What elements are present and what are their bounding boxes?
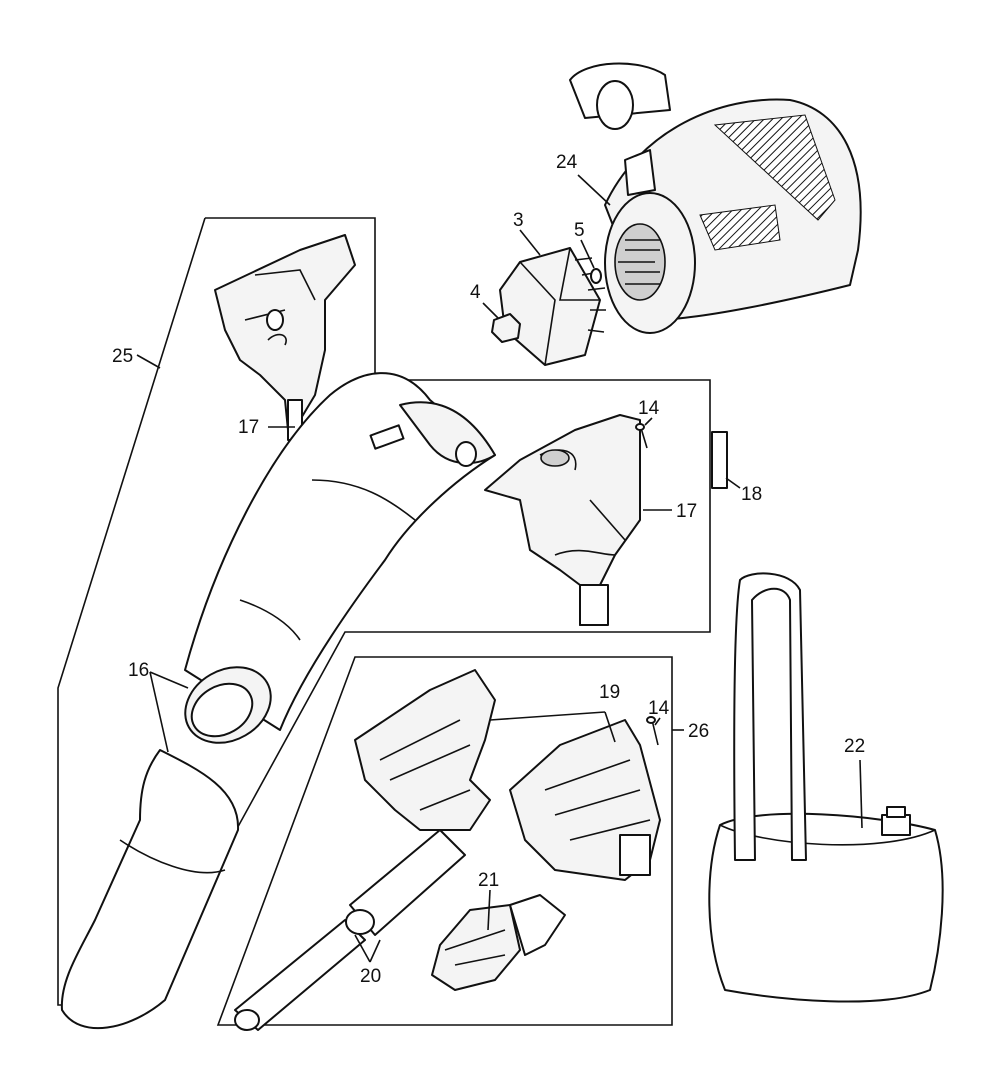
callout-25: 25 [112, 346, 133, 367]
callout-4: 4 [470, 282, 481, 303]
callout-21: 21 [478, 870, 499, 891]
label-part-18 [711, 431, 728, 489]
nut-part-4 [491, 313, 521, 343]
fuel-tank-part-22 [708, 572, 944, 1003]
leader-4 [482, 302, 499, 319]
cover-part-17-lower [484, 414, 641, 626]
callout-19: 19 [599, 682, 620, 703]
group-26-outline [216, 656, 673, 1026]
leader-20a [354, 934, 371, 963]
leader-5 [580, 239, 595, 269]
fan-part-3 [499, 247, 606, 366]
screw-part-14-lower [646, 716, 659, 746]
leader-14a [644, 417, 653, 426]
tube-part-20 [234, 829, 466, 1031]
nozzle-part [60, 749, 240, 1030]
callout-3: 3 [513, 210, 524, 231]
leader-3 [519, 229, 541, 256]
leader-24 [577, 174, 611, 206]
callout-17-lower: 17 [676, 501, 697, 522]
leader-22 [859, 759, 863, 829]
leader-14b [654, 717, 661, 726]
callout-14-lower: 14 [648, 698, 670, 719]
engine-housing-part-24 [569, 62, 862, 334]
screw-part-14-upper [635, 423, 648, 449]
leader-21 [487, 889, 491, 931]
leader-25 [136, 354, 161, 369]
callout-22: 22 [844, 736, 865, 757]
group-25-outline [57, 217, 711, 1006]
leader-18 [725, 477, 741, 489]
blower-tube [184, 372, 496, 731]
callout-16: 16 [128, 660, 149, 681]
leader-19b [604, 711, 616, 743]
callout-18: 18 [741, 484, 762, 505]
callout-17-upper: 17 [238, 417, 259, 438]
leader-19a [489, 711, 606, 721]
leader-20b [369, 939, 381, 963]
leader-16b [149, 671, 169, 753]
clip-part-21 [431, 894, 566, 991]
callout-24: 24 [556, 152, 578, 173]
callout-14-upper: 14 [638, 398, 660, 419]
callout-5: 5 [574, 220, 585, 241]
callout-26: 26 [688, 721, 709, 742]
washer-part-5 [590, 268, 602, 284]
housing-half-part-19-right [509, 719, 661, 881]
housing-half-part-19-left [354, 669, 496, 831]
cover-part-17-upper [214, 234, 356, 451]
callout-20: 20 [360, 966, 381, 987]
coupling-part-16 [184, 666, 272, 744]
leader-16a [149, 671, 189, 689]
